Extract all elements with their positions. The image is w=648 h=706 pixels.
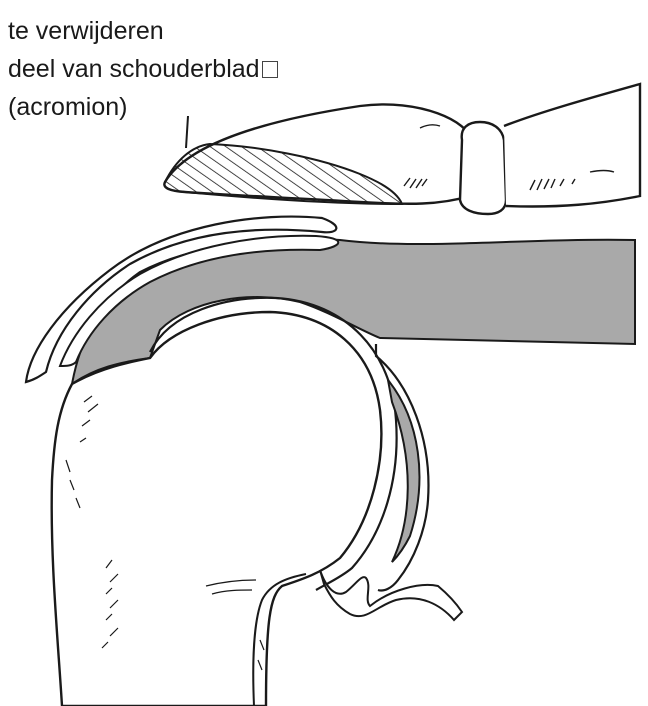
label-line-2: deel van schouderblad [8,50,278,88]
label-line-2-text: deel van schouderblad [8,55,260,83]
humerus [52,312,382,706]
label-line-3: (acromion) [8,88,278,126]
box-glyph [262,61,278,78]
scapula-neck [320,570,462,620]
clavicle [504,84,640,207]
glenoid-cartilage [388,380,419,562]
glenoid [376,344,428,591]
ac-joint-disc [460,122,506,214]
annotation-label: te verwijderen deel van schouderblad (ac… [8,12,278,126]
label-line-1: te verwijderen [8,12,278,50]
